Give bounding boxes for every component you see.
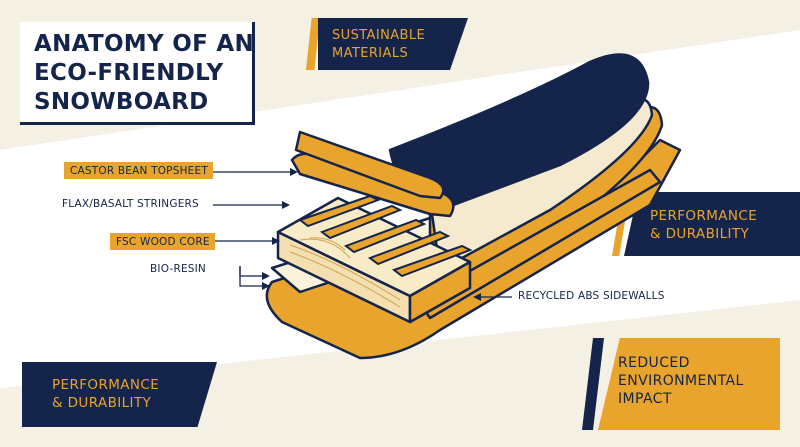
title-box (20, 22, 255, 125)
title-line-2: ECO-FRIENDLY (34, 60, 224, 86)
reduced-panel-text: REDUCED ENVIRONMENTAL IMPACT (618, 354, 744, 408)
title-line-1: ANATOMY OF AN (34, 31, 255, 57)
performance-left-line-1: PERFORMANCE (52, 377, 160, 393)
sustainable-panel: SUSTAINABLE MATERIALS (318, 18, 468, 70)
label-core: FSC WOOD CORE (110, 233, 215, 250)
performance-left-line-2: & DURABILITY (52, 395, 152, 411)
performance-right-panel: PERFORMANCE & DURABILITY (624, 192, 800, 256)
performance-left-text: PERFORMANCE & DURABILITY (52, 376, 159, 412)
reduced-line-1: REDUCED (618, 355, 690, 371)
label-resin: BIO-RESIN (150, 263, 206, 275)
label-stringers: FLAX/BASALT STRINGERS (62, 198, 199, 210)
performance-right-text: PERFORMANCE & DURABILITY (650, 207, 757, 243)
title-line-3: SNOWBOARD (34, 89, 209, 115)
sustainable-line-1: SUSTAINABLE (332, 28, 426, 43)
label-sidewalls: RECYCLED ABS SIDEWALLS (518, 290, 665, 302)
wood-core-side (408, 260, 472, 324)
performance-right-line-2: & DURABILITY (650, 226, 750, 242)
leader-arrowheads (262, 168, 481, 301)
stringer-cap (294, 130, 445, 200)
performance-right-line-1: PERFORMANCE (650, 208, 758, 224)
label-topsheet: CASTOR BEAN TOPSHEET (64, 162, 213, 179)
reduced-panel: REDUCED ENVIRONMENTAL IMPACT (598, 338, 780, 430)
leader-lines (204, 171, 512, 298)
reduced-line-2: ENVIRONMENTAL (618, 373, 744, 389)
stringer-slats (297, 194, 473, 278)
page-title: ANATOMY OF AN ECO-FRIENDLY SNOWBOARD (34, 30, 254, 117)
wood-grain (289, 237, 401, 308)
performance-left-panel: PERFORMANCE & DURABILITY (22, 362, 217, 427)
sustainable-line-2: MATERIALS (332, 46, 409, 61)
reduced-line-3: IMPACT (618, 391, 672, 407)
sustainable-panel-text: SUSTAINABLE MATERIALS (332, 27, 425, 63)
